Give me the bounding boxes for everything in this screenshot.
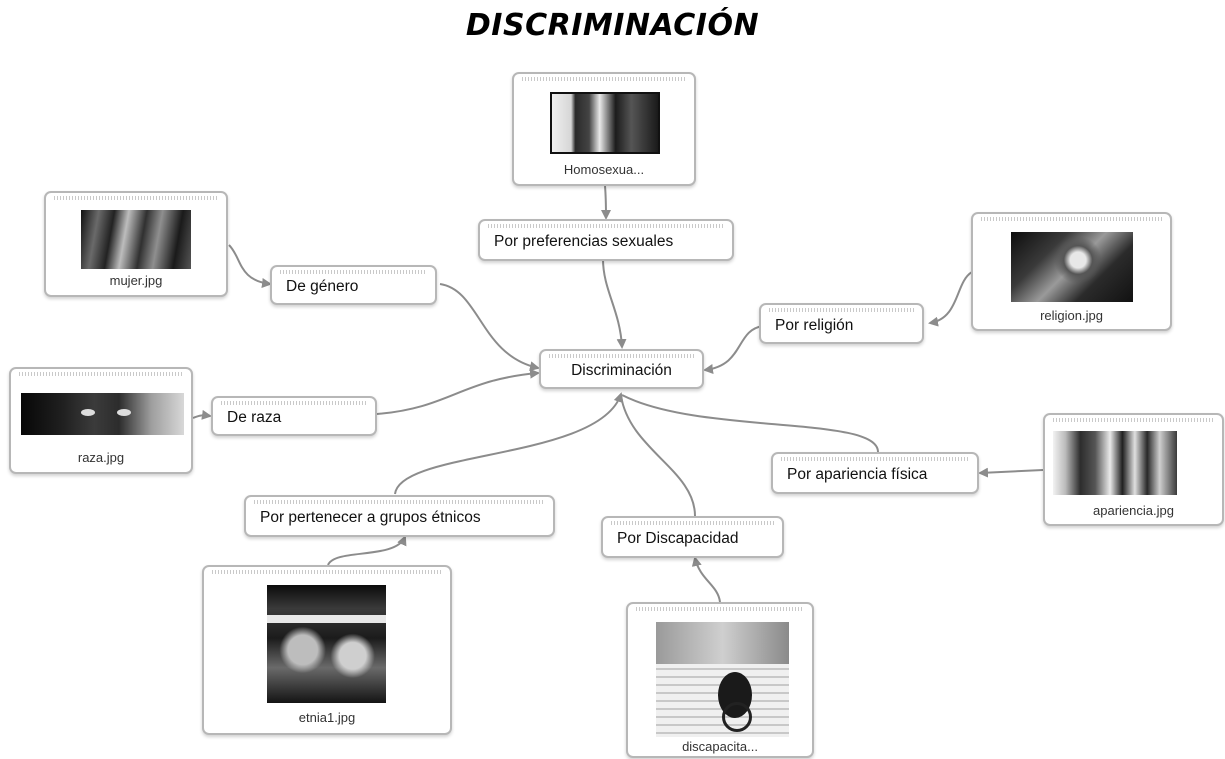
link-raza-to-center xyxy=(376,368,540,415)
photo-ethnic-group xyxy=(267,585,386,703)
photo-wheelchair xyxy=(656,622,789,737)
concept-por-religion[interactable]: Por religión xyxy=(759,303,924,344)
link-mujer-to-genero xyxy=(228,244,272,288)
image-caption: raza.jpg xyxy=(77,450,125,465)
photo-group-people xyxy=(1053,431,1177,495)
photo-religion xyxy=(1011,232,1133,302)
photo-women xyxy=(81,210,191,269)
concept-discriminacion[interactable]: Discriminación xyxy=(539,349,704,389)
link-apariencia-to-center xyxy=(621,394,879,453)
image-node-raza[interactable]: raza.jpg xyxy=(9,367,193,474)
photo-couple-holding-hands xyxy=(550,92,660,154)
image-caption: religion.jpg xyxy=(1040,308,1103,323)
image-node-apariencia[interactable]: apariencia.jpg xyxy=(1043,413,1224,526)
image-caption: mujer.jpg xyxy=(109,273,163,288)
link-religion-img-to-religion xyxy=(928,271,973,327)
concept-de-genero[interactable]: De género xyxy=(270,265,437,305)
link-homosexual-to-sexual xyxy=(600,185,611,220)
link-sexual-to-center xyxy=(602,258,627,349)
page-title: DISCRIMINACIÓN xyxy=(465,8,760,43)
concept-discapacidad[interactable]: Por Discapacidad xyxy=(601,516,784,558)
link-religion-to-center xyxy=(703,325,764,374)
link-etnicos-to-center xyxy=(394,392,624,495)
link-genero-to-center xyxy=(439,283,540,372)
photo-face xyxy=(21,393,184,435)
link-etnia-img-to-etnicos xyxy=(327,535,407,566)
link-discapacidad-img-to-discapacidad xyxy=(691,556,721,603)
concept-grupos-etnicos[interactable]: Por pertenecer a grupos étnicos xyxy=(244,495,555,537)
concept-de-raza[interactable]: De raza xyxy=(211,396,377,436)
link-raza-img-to-raza xyxy=(192,409,212,420)
image-caption: apariencia.jpg xyxy=(1093,503,1174,518)
link-apariencia-img-to-apariencia xyxy=(978,467,1044,478)
concept-preferencias-sexuales[interactable]: Por preferencias sexuales xyxy=(478,219,734,261)
image-node-mujer[interactable]: mujer.jpg xyxy=(44,191,228,297)
image-node-homosexual[interactable]: Homosexua... xyxy=(512,72,696,186)
image-caption: discapacita... xyxy=(682,739,758,754)
image-node-discapacidad[interactable]: discapacita... xyxy=(626,602,814,758)
concept-apariencia-fisica[interactable]: Por apariencia física xyxy=(771,452,979,494)
image-caption: Homosexua... xyxy=(563,162,645,177)
image-node-religion[interactable]: religion.jpg xyxy=(971,212,1172,331)
link-discapacidad-to-center xyxy=(620,395,696,517)
image-node-etnia[interactable]: etnia1.jpg xyxy=(202,565,452,735)
image-caption: etnia1.jpg xyxy=(298,710,356,725)
